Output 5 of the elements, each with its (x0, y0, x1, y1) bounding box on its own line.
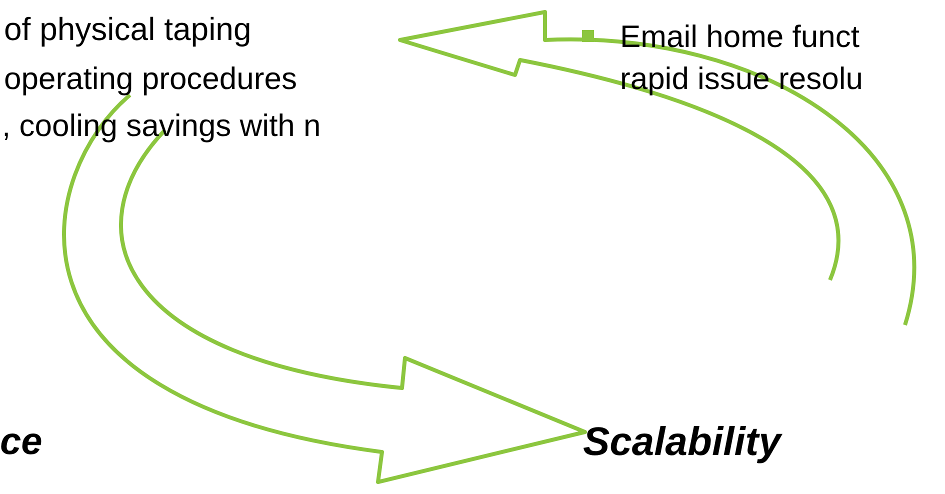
text-line: operating procedures (4, 60, 298, 98)
text-line: of physical taping (4, 10, 252, 49)
heading: Scalability (583, 419, 781, 466)
heading: ce (0, 420, 42, 465)
text-line: Email home funct rapid issue resolu (620, 18, 864, 98)
